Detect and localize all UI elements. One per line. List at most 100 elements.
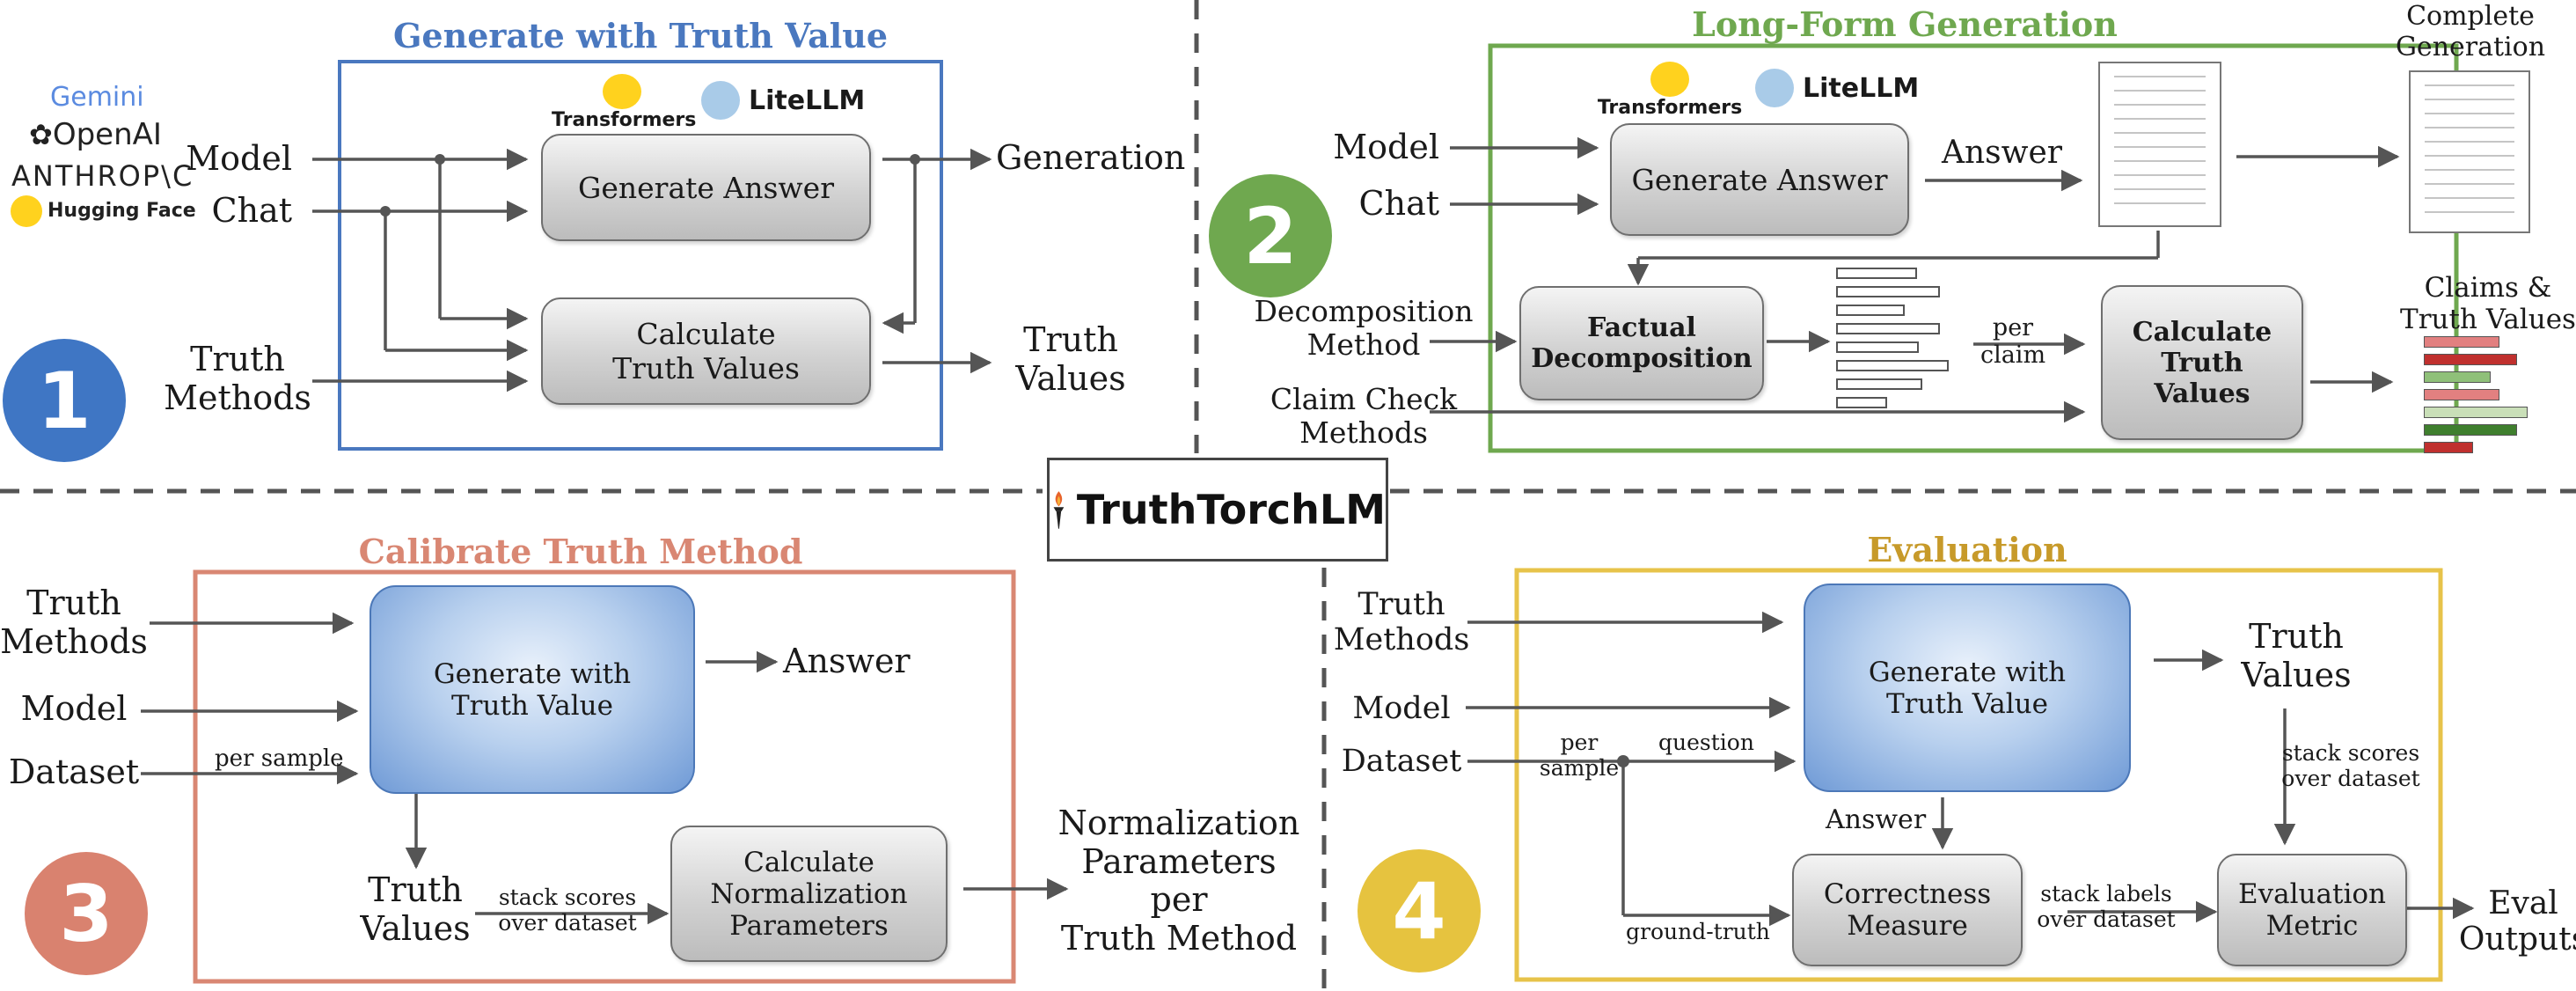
p3-generate-truth-label: Generate with Truth Value — [433, 657, 632, 722]
p2-factual-decomposition-label: Factual Decomposition — [1531, 312, 1753, 374]
p2-input-chat: Chat — [1358, 184, 1439, 223]
panel4-title: Evaluation — [1867, 530, 2067, 569]
p3-input-model: Model — [20, 689, 128, 728]
p4-label-stack-scores: stack scores over dataset — [2281, 740, 2420, 791]
p3-label-stack-scores: stack scores over dataset — [498, 885, 637, 936]
p3-input-dataset: Dataset — [8, 752, 140, 791]
p2-claim-score-bars — [2424, 336, 2538, 453]
transformers-label: Transformers — [552, 109, 697, 131]
p2-label-answer: Answer — [1942, 135, 2062, 171]
claim-score-bar — [2424, 442, 2473, 453]
openai-label: OpenAI — [52, 117, 162, 152]
p4-correctness-label: Correctness Measure — [1823, 878, 1992, 942]
p2-claim-item — [1836, 286, 1940, 297]
p2-factual-decomposition-box: Factual Decomposition — [1519, 286, 1764, 400]
p2-output-claims-truth: Claims & Truth Values — [2400, 272, 2576, 335]
p4-eval-metric-label: Evaluation Metric — [2238, 878, 2386, 942]
huggingface-icon — [11, 195, 42, 227]
p2-claim-item — [1836, 378, 1922, 390]
p2-input-claim-check: Claim Check Methods — [1270, 382, 1458, 450]
openai-logo: ✿OpenAI — [29, 117, 162, 152]
p1-generate-answer-box: Generate Answer — [541, 134, 871, 241]
claim-score-bar — [2424, 389, 2499, 400]
p2-claim-item — [1836, 341, 1919, 353]
p3-generate-truth-box: Generate with Truth Value — [370, 585, 695, 794]
p2-calc-truth-label: Calculate Truth Values — [2132, 316, 2272, 409]
p4-label-question: question — [1658, 730, 1754, 755]
litellm-icon — [701, 81, 740, 120]
p4-eval-metric-box: Evaluation Metric — [2217, 854, 2407, 966]
claim-score-bar — [2424, 336, 2499, 348]
p3-calc-norm-label: Calculate Normalization Parameters — [710, 846, 908, 942]
p4-label-ground-truth: ground-truth — [1626, 919, 1770, 944]
transformers-badge: Transformers — [552, 74, 697, 131]
truthtorchlm-logo: TruthTorchLM — [1047, 458, 1388, 562]
p2-claim-item — [1836, 268, 1917, 279]
anthropic-logo: ANTHROP\C — [11, 159, 194, 193]
p4-correctness-box: Correctness Measure — [1792, 854, 2023, 966]
torch-icon — [1053, 491, 1065, 529]
litellm-label: LiteLLM — [749, 84, 866, 116]
panel4-number-badge: 4 — [1358, 849, 1481, 973]
p3-calc-norm-box: Calculate Normalization Parameters — [670, 826, 948, 962]
panel1-number-badge: 1 — [3, 339, 126, 462]
huggingface-label: Hugging Face — [48, 200, 196, 222]
p1-output-truth-values: Truth Values — [1015, 320, 1126, 398]
gemini-logo: Gemini — [50, 82, 144, 113]
p3-input-truth-methods: Truth Methods — [0, 584, 148, 661]
p2-litellm-icon — [1755, 69, 1794, 107]
p4-label-stack-labels: stack labels over dataset — [2037, 881, 2176, 932]
p1-input-model: Model — [186, 139, 292, 178]
p2-litellm-badge: LiteLLM — [1755, 69, 1919, 107]
p4-generate-truth-label: Generate with Truth Value — [1868, 656, 2067, 720]
claim-score-bar — [2424, 424, 2517, 436]
p2-transformers-badge: Transformers — [1595, 62, 1745, 119]
p3-output-norm-params: Normalization Parameters per Truth Metho… — [1057, 804, 1300, 958]
p2-label-per-claim: per claim — [1980, 314, 2046, 370]
p3-label-per-sample: per sample — [215, 745, 344, 772]
p4-output-truth-values: Truth Values — [2241, 617, 2352, 694]
openai-icon: ✿ — [29, 118, 53, 151]
p4-input-model: Model — [1352, 691, 1451, 726]
p3-output-truth-values: Truth Values — [360, 870, 471, 948]
p2-claim-item — [1836, 323, 1940, 334]
p2-claim-item — [1836, 360, 1949, 371]
claim-score-bar — [2424, 407, 2528, 418]
panel2-title: Long-Form Generation — [1692, 4, 2118, 44]
p3-output-answer: Answer — [783, 642, 911, 680]
p1-calc-truth-label: Calculate Truth Values — [612, 317, 800, 385]
p4-label-answer: Answer — [1826, 804, 1927, 835]
p2-input-model: Model — [1333, 128, 1439, 166]
panel2-number-badge: 2 — [1209, 174, 1332, 297]
claim-score-bar — [2424, 371, 2491, 383]
p2-litellm-label: LiteLLM — [1803, 72, 1920, 104]
p2-input-decomposition: Decomposition Method — [1254, 294, 1474, 362]
p4-generate-truth-box: Generate with Truth Value — [1804, 584, 2131, 792]
p1-generate-answer-label: Generate Answer — [578, 170, 834, 205]
huggingface-logo: Hugging Face — [11, 195, 196, 227]
p2-claim-item — [1836, 397, 1887, 408]
p2-output-complete-generation: Complete Generation — [2395, 1, 2546, 62]
p1-calc-truth-box: Calculate Truth Values — [541, 297, 871, 405]
p1-input-chat: Chat — [211, 191, 292, 230]
p2-generate-answer-label: Generate Answer — [1631, 162, 1888, 197]
p2-transformers-emoji-icon — [1650, 62, 1689, 97]
panel1-title: Generate with Truth Value — [392, 16, 889, 55]
p4-input-truth-methods: Truth Methods — [1333, 587, 1470, 658]
p4-input-dataset: Dataset — [1341, 744, 1462, 779]
truthtorchlm-logo-text: TruthTorchLM — [1076, 486, 1386, 533]
p2-claim-list — [1836, 268, 1959, 408]
p1-output-generation: Generation — [996, 138, 1186, 177]
transformers-emoji-icon — [603, 74, 641, 109]
p4-output-eval-outputs: Eval Outputs — [2458, 885, 2576, 958]
p1-input-truth-methods: Truth Methods — [164, 340, 311, 417]
panel3-title: Calibrate Truth Method — [358, 532, 803, 571]
p2-answer-document — [2098, 62, 2221, 227]
litellm-badge: LiteLLM — [701, 81, 865, 120]
p2-claim-item — [1836, 305, 1905, 316]
p2-complete-document — [2409, 70, 2530, 233]
p2-generate-answer-box: Generate Answer — [1610, 123, 1909, 236]
p4-label-per-sample: per sample — [1539, 730, 1620, 781]
p2-calc-truth-box: Calculate Truth Values — [2101, 285, 2303, 440]
